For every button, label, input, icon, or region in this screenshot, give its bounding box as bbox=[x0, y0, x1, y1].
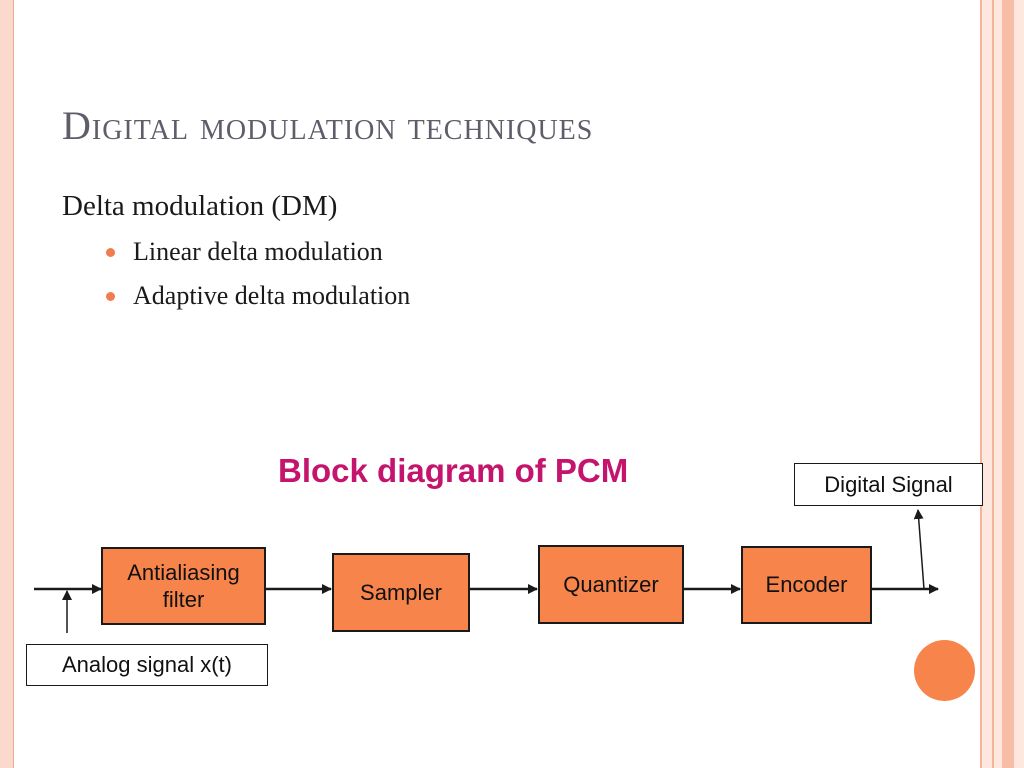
slide-title: Digital modulation techniques bbox=[62, 103, 594, 148]
slide-frame-left bbox=[0, 0, 14, 768]
diagram-title: Block diagram of PCM bbox=[278, 452, 629, 489]
quantizer-block: Quantizer bbox=[538, 545, 684, 624]
encoder-block: Encoder bbox=[741, 546, 872, 624]
bullet-text: Linear delta modulation bbox=[133, 237, 383, 266]
decorative-circle bbox=[914, 640, 975, 701]
bullet-item: Adaptive delta modulation bbox=[104, 276, 410, 320]
slide-frame-right bbox=[978, 0, 1024, 768]
bullet-item: Linear delta modulation bbox=[104, 232, 410, 276]
sampler-block: Sampler bbox=[332, 553, 470, 632]
antialiasing-filter-block: Antialiasing filter bbox=[101, 547, 266, 625]
digital-signal-label: Digital Signal bbox=[794, 463, 983, 506]
output-pointer-arrow bbox=[913, 509, 925, 590]
bullet-dot-icon bbox=[106, 292, 115, 301]
analog-signal-label: Analog signal x(t) bbox=[26, 644, 268, 686]
slide-subtitle: Delta modulation (DM) bbox=[62, 190, 338, 222]
bullet-text: Adaptive delta modulation bbox=[133, 281, 411, 310]
bullet-dot-icon bbox=[106, 248, 115, 257]
bullet-list: Linear delta modulation Adaptive delta m… bbox=[104, 232, 410, 320]
